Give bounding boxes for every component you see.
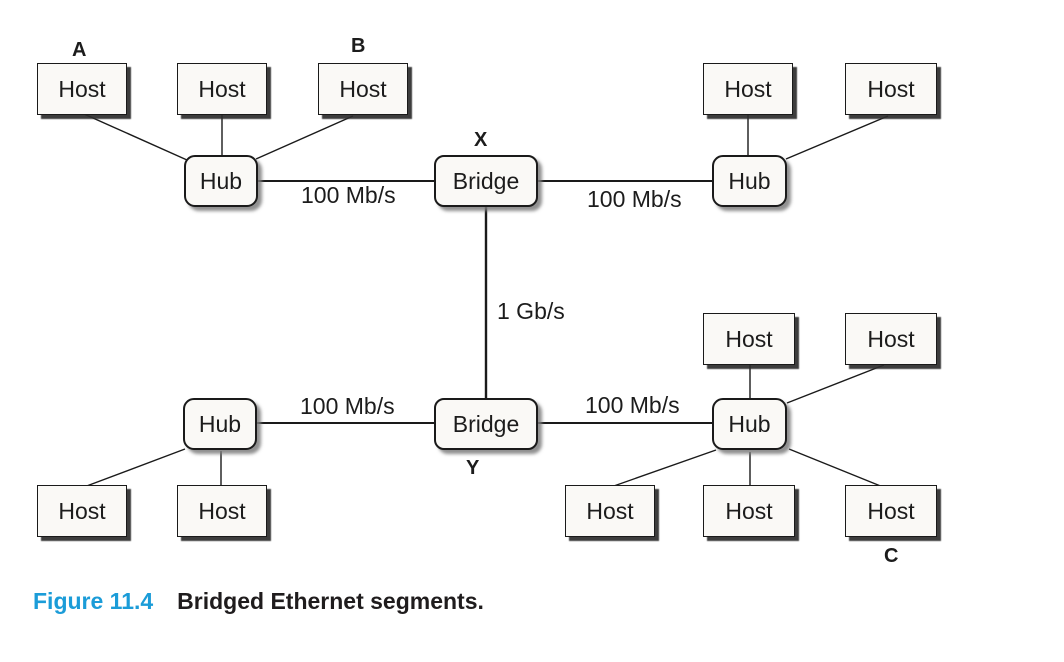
link-tl-host1-hub: [83, 113, 188, 161]
figure-caption-number: Figure 11.4: [33, 588, 154, 614]
figure-caption-title: Bridged Ethernet segments.: [177, 588, 484, 614]
node-bridge-x: Bridge: [434, 155, 538, 207]
link-br-hub-hostB1: [610, 449, 717, 488]
point-label-y: Y: [466, 457, 480, 479]
node-label: Host: [198, 75, 246, 102]
node-host-bl-2: Host: [177, 485, 267, 537]
node-label: Bridge: [452, 410, 520, 437]
node-label: Bridge: [452, 167, 520, 194]
node-label: Host: [725, 325, 773, 352]
edge-label-1gbs-backbone: 1 Gb/s: [497, 298, 565, 324]
node-label: Host: [586, 497, 634, 524]
node-label: Host: [867, 325, 915, 352]
node-host-tl-2: Host: [177, 63, 267, 115]
node-bridge-y: Bridge: [434, 398, 538, 450]
node-label: Host: [58, 497, 106, 524]
node-host-br-top-1: Host: [703, 313, 795, 365]
node-host-tl-3: Host: [318, 63, 408, 115]
node-host-br-bot-1: Host: [565, 485, 655, 537]
point-label-c: C: [884, 545, 899, 567]
node-host-tl-1: Host: [37, 63, 127, 115]
node-host-bl-1: Host: [37, 485, 127, 537]
node-hub-bottom-left: Hub: [183, 398, 257, 450]
edge-label-100mbs-bottom-left: 100 Mb/s: [300, 393, 395, 419]
node-label: Host: [339, 75, 387, 102]
node-host-tr-1: Host: [703, 63, 793, 115]
node-label: Host: [867, 75, 915, 102]
figure-caption: Figure 11.4 Bridged Ethernet segments.: [33, 588, 484, 616]
link-tl-host3-hub: [255, 115, 354, 160]
node-label: Host: [58, 75, 106, 102]
edge-label-100mbs-top-right: 100 Mb/s: [587, 186, 682, 212]
node-label: Host: [198, 497, 246, 524]
node-label: Hub: [728, 410, 771, 437]
point-label-a: A: [72, 39, 87, 61]
node-hub-bottom-right: Hub: [712, 398, 787, 450]
node-label: Host: [867, 497, 915, 524]
node-hub-top-left: Hub: [184, 155, 258, 207]
edge-label-100mbs-bottom-right: 100 Mb/s: [585, 392, 680, 418]
node-label: Hub: [199, 167, 243, 194]
edge-label-100mbs-top-left: 100 Mb/s: [301, 182, 396, 208]
link-bl-hub-host1: [83, 448, 186, 488]
point-label-x: X: [474, 129, 488, 151]
link-br-hostT2-hub: [786, 364, 885, 404]
node-host-br-bot-3: Host: [845, 485, 937, 537]
link-tr-host2-hub: [785, 115, 889, 160]
point-label-b: B: [351, 35, 366, 57]
link-br-hub-hostB3: [788, 448, 884, 488]
node-label: Hub: [198, 410, 242, 437]
node-label: Host: [725, 497, 773, 524]
node-host-br-bot-2: Host: [703, 485, 795, 537]
node-label: Hub: [728, 167, 771, 194]
node-label: Host: [724, 75, 772, 102]
node-host-br-top-2: Host: [845, 313, 937, 365]
node-host-tr-2: Host: [845, 63, 937, 115]
node-hub-top-right: Hub: [712, 155, 787, 207]
